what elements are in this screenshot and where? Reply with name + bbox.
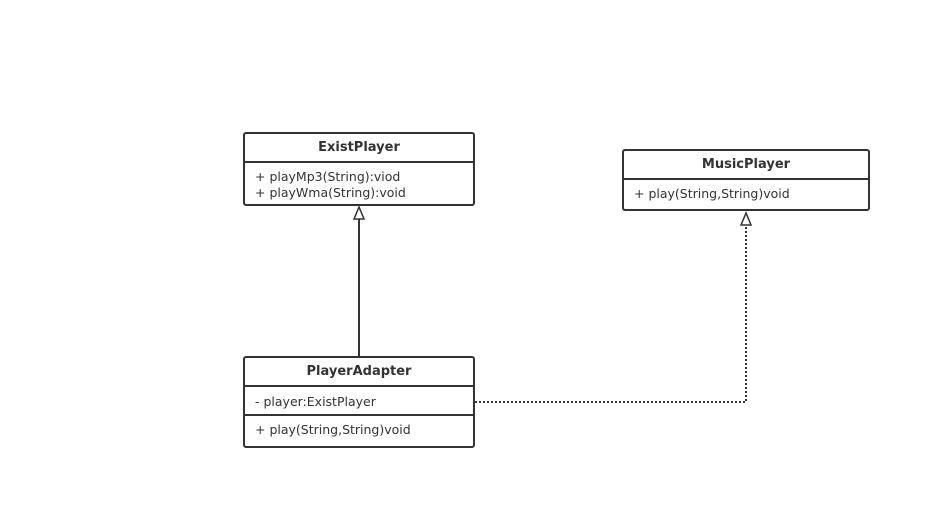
- operation: + playMp3(String):viod: [255, 169, 401, 184]
- hollow-triangle-arrowhead: [739, 211, 753, 226]
- operation: + play(String,String)void: [634, 186, 790, 201]
- operation: + play(String,String)void: [255, 422, 411, 437]
- class-music-player[interactable]: MusicPlayer + play(String,String)void: [622, 149, 870, 211]
- operations-section: + play(String,String)void: [624, 180, 868, 202]
- realization-arrow: [475, 211, 753, 403]
- operation: + playWma(String):void: [255, 185, 406, 200]
- class-exist-player[interactable]: ExistPlayer + playMp3(String):viod + pla…: [243, 132, 475, 206]
- realization-line: [475, 225, 747, 403]
- class-name: PlayerAdapter: [245, 358, 473, 387]
- attributes-section: - player:ExistPlayer: [245, 387, 473, 416]
- hollow-triangle-arrowhead: [352, 205, 366, 220]
- operations-section: + playMp3(String):viod + playWma(String)…: [245, 163, 473, 201]
- operations-section: + play(String,String)void: [245, 416, 473, 438]
- class-player-adapter[interactable]: PlayerAdapter - player:ExistPlayer + pla…: [243, 356, 475, 448]
- generalization-arrow: [352, 205, 366, 356]
- class-name: MusicPlayer: [624, 151, 868, 180]
- attribute: - player:ExistPlayer: [255, 394, 376, 409]
- class-name: ExistPlayer: [245, 134, 473, 163]
